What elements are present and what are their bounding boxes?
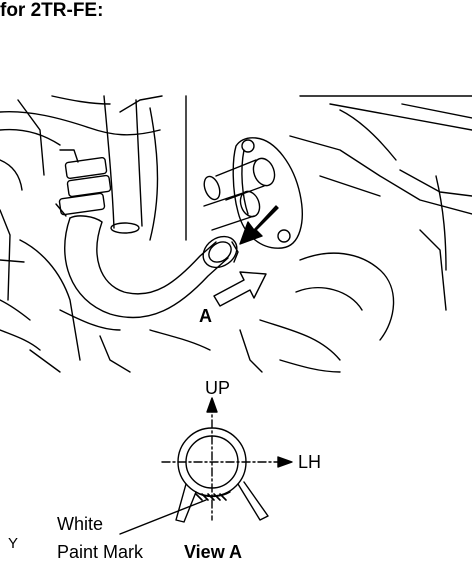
view-a-inset xyxy=(119,397,293,535)
paint-mark-label: Paint Mark xyxy=(57,542,144,562)
upper-left-pipe xyxy=(103,95,143,234)
view-marker-label: A xyxy=(199,306,212,326)
page-heading: for 2TR-FE: xyxy=(0,0,104,21)
hose-clamp-target xyxy=(202,235,239,269)
heater-hose xyxy=(64,215,229,319)
figure-id-label: Y xyxy=(8,535,19,552)
white-label: White xyxy=(57,514,104,534)
left-hose-clamps xyxy=(55,149,112,217)
lh-direction-label: LH xyxy=(298,452,322,472)
up-direction-label: UP xyxy=(205,378,231,398)
pipe-flange-assembly xyxy=(203,137,303,249)
view-a-arrow xyxy=(213,271,267,307)
engine-background-lines xyxy=(0,95,472,373)
clamp-pointer-arrow xyxy=(239,205,279,245)
view-a-title: View A xyxy=(184,542,243,562)
